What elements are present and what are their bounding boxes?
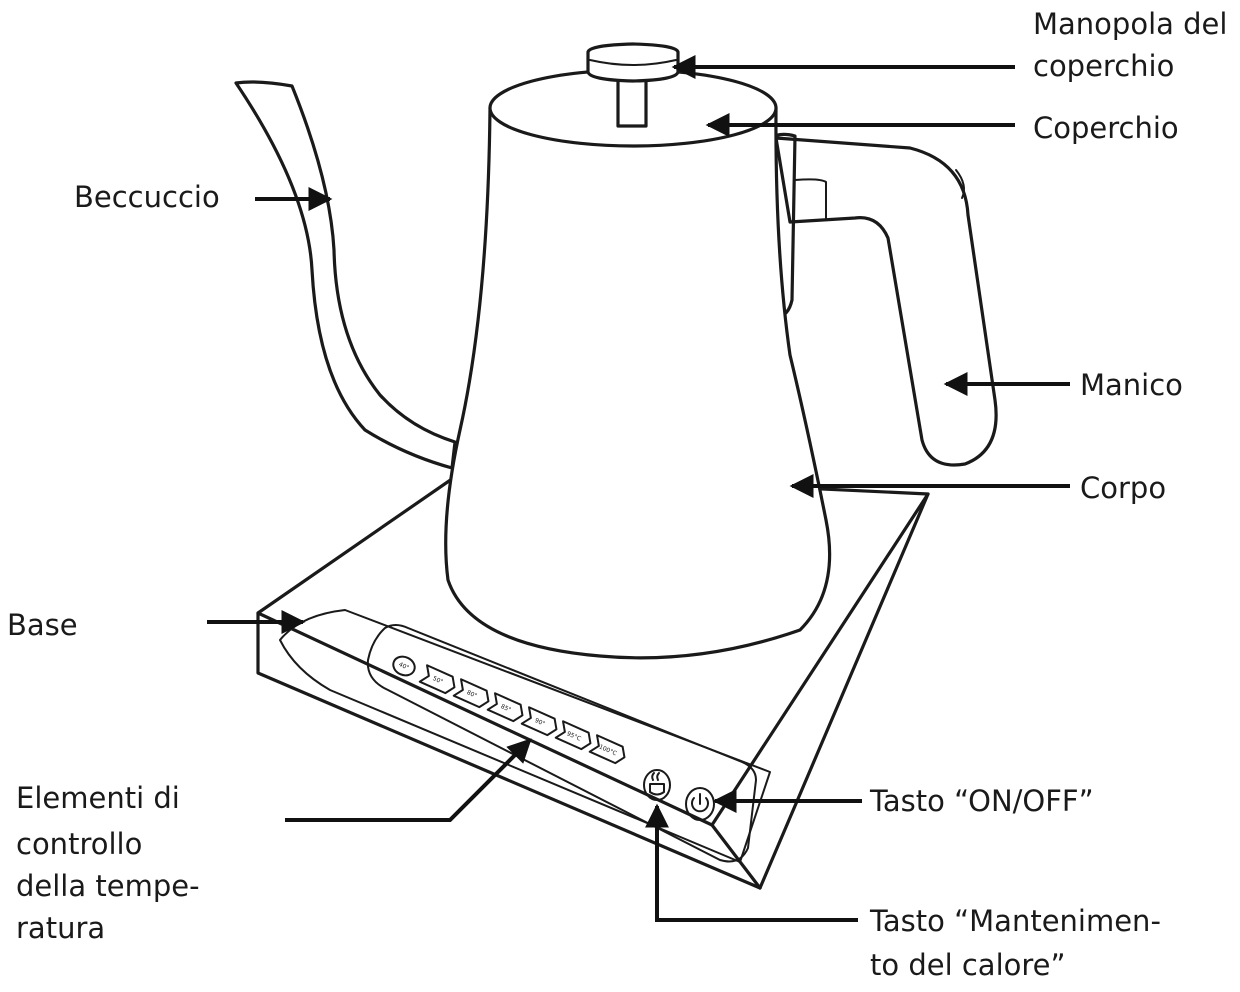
label-keep-warm-line-2: to del calore” — [870, 948, 1066, 982]
temperature-key-label: 90° — [534, 717, 547, 728]
temperature-key-shape — [452, 678, 490, 709]
label-lid: Coperchio — [1033, 111, 1179, 145]
label-body: Corpo — [1080, 471, 1167, 505]
body-outline — [444, 68, 832, 660]
label-temperature-controls-line-3: della tempe- — [16, 869, 200, 903]
temperature-key[interactable]: 50° — [418, 664, 458, 695]
temperature-key-label: 50° — [432, 675, 445, 686]
arrow-keep-warm — [645, 803, 858, 922]
cup-icon — [649, 772, 665, 796]
control-panel — [366, 624, 757, 863]
temperature-key-label: 40° — [398, 661, 411, 672]
temperature-key-shape — [392, 655, 416, 677]
label-temperature-controls-line-1: Elementi di — [16, 781, 180, 815]
spout-outline — [234, 80, 457, 470]
temperature-key-shape — [520, 706, 558, 737]
temperature-key-shape — [554, 720, 592, 751]
temperature-key[interactable]: 40° — [390, 653, 417, 678]
temperature-key-shape — [418, 664, 456, 695]
temperature-key-shape — [486, 692, 524, 723]
label-keep-warm-line-1: Tasto “Mantenimen- — [870, 904, 1161, 938]
label-base: Base — [7, 608, 78, 642]
temperature-key-label: 85° — [500, 703, 513, 714]
power-icon — [691, 793, 709, 813]
label-spout: Beccuccio — [74, 180, 220, 214]
label-handle: Manico — [1080, 368, 1183, 402]
label-lid-knob-line-2: coperchio — [1033, 49, 1175, 83]
label-temperature-controls-line-2: controllo — [16, 827, 143, 861]
label-temperature-controls-line-4: ratura — [16, 911, 106, 945]
arrow-temperature-controls — [285, 738, 532, 822]
keep-warm-button[interactable] — [643, 769, 671, 801]
temperature-key-label: 80° — [466, 689, 479, 700]
lid-knob — [586, 42, 680, 128]
temperature-key-shape — [588, 734, 626, 765]
temperature-key[interactable]: 85° — [486, 692, 526, 723]
label-on-off-button: Tasto “ON/OFF” — [870, 784, 1094, 818]
temperature-key[interactable]: 80° — [452, 678, 492, 709]
temperature-key[interactable]: 90° — [520, 706, 560, 737]
label-lid-knob-line-1: Manopola del — [1033, 7, 1228, 41]
